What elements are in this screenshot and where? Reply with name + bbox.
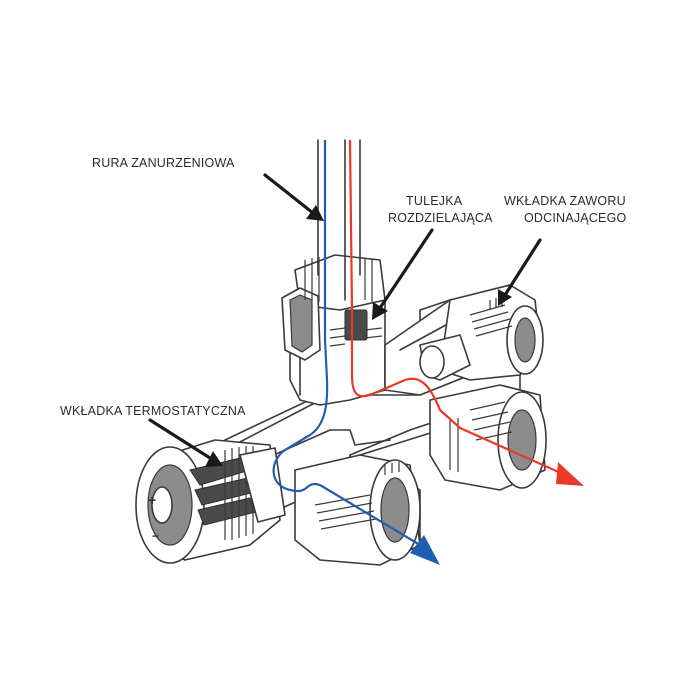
label-distribution-sleeve-line1: TULEJKA [406, 194, 463, 208]
thermostatic-insert-assembly: + − [135, 439, 286, 564]
svg-text:−: − [152, 529, 159, 543]
leader-immersion-pipe [263, 173, 324, 221]
supply-arrow-icon [556, 462, 584, 486]
leader-distribution-sleeve [372, 228, 434, 320]
leader-thermostatic-insert [148, 418, 223, 467]
leader-shutoff-insert [498, 238, 542, 306]
label-immersion-pipe: RURA ZANURZENIOWA [92, 156, 235, 170]
supply-flow-line [348, 139, 584, 486]
immersion-pipe [317, 139, 361, 301]
lower-right-union [429, 384, 547, 491]
label-shutoff-insert-line2: ODCINAJĄCEGO [524, 211, 626, 225]
shutoff-valve-body [419, 284, 544, 381]
return-flow-line [272, 140, 440, 565]
svg-text:+: + [148, 492, 156, 508]
label-shutoff-insert-line1: WKŁADKA ZAWORU [504, 194, 626, 208]
label-distribution-sleeve-line2: ROZDZIELAJĄCA [388, 211, 493, 225]
bottom-outlet-union [294, 454, 421, 566]
return-arrow-icon [410, 535, 440, 565]
label-thermostatic-insert: WKŁADKA TERMOSTATYCZNA [60, 404, 246, 418]
